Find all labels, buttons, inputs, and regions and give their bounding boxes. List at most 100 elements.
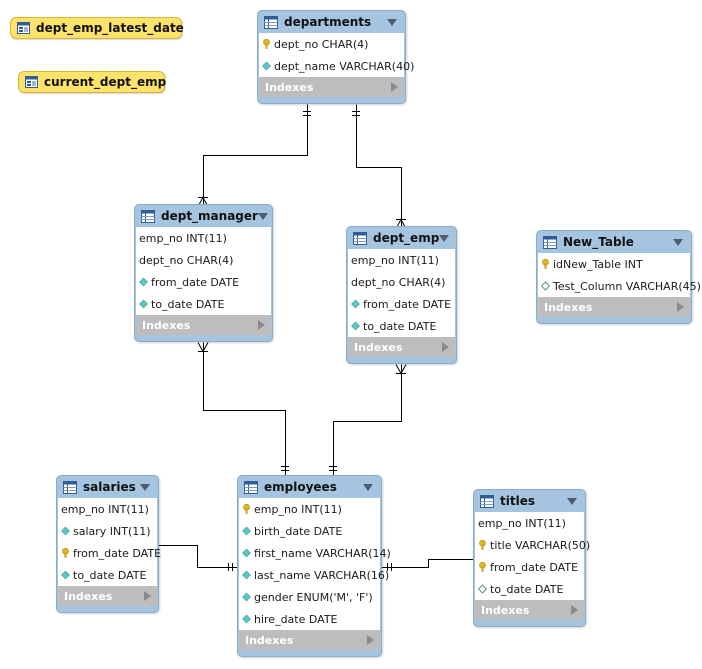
table-icon [543,235,557,249]
expand-arrow-icon[interactable] [367,635,374,645]
column-row[interactable]: dept_no CHAR(4) [136,249,271,271]
column-text: last_name VARCHAR(16) [254,568,390,582]
table-header[interactable]: titles [475,490,584,512]
expand-arrow-icon[interactable] [677,302,684,312]
column-text: Test_Column VARCHAR(45) [553,279,701,293]
table-header[interactable]: dept_manager [136,205,271,227]
column-list: idNew_Table INT Test_Column VARCHAR(45) [538,253,701,297]
not-null-column-icon [351,321,360,331]
indexes-section[interactable]: Indexes [239,630,380,650]
indexes-label: Indexes [265,80,314,94]
expand-arrow-icon[interactable] [442,342,449,352]
column-row[interactable]: emp_no INT(11) [475,512,584,534]
column-row[interactable]: emp_no INT(11) [348,249,455,271]
table-icon [353,231,367,245]
relationship-employees-dept_emp [333,364,402,478]
view-icon [17,22,30,34]
column-text: from_date DATE [151,275,240,289]
column-row[interactable]: dept_name VARCHAR(40) [259,55,414,77]
view-label: dept_emp_latest_date [36,21,184,35]
expand-arrow-icon[interactable] [144,591,151,601]
table-title: titles [500,494,535,508]
table-title: New_Table [563,235,634,249]
column-row[interactable]: dept_no CHAR(4) [259,33,404,55]
relationship-departments-dept_manager [203,104,308,207]
nullable-column-icon [477,584,488,594]
not-null-column-icon [351,299,360,309]
column-row[interactable]: dept_no CHAR(4) [348,271,455,293]
cardinality-one-marker-4 [228,563,233,571]
not-null-column-icon [242,526,251,536]
indexes-section[interactable]: Indexes [136,315,271,335]
table-New-Table[interactable]: New_Table idNew_Table INT Test_Column VARC… [536,230,701,324]
indexes-label: Indexes [64,589,113,603]
column-row[interactable]: emp_no INT(11) [58,498,157,520]
collapse-caret-icon[interactable] [387,18,397,26]
table-header[interactable]: departments [259,11,404,33]
collapse-caret-icon[interactable] [363,483,373,491]
indexes-section[interactable]: Indexes [475,600,584,620]
column-row[interactable]: to_date DATE [348,315,455,337]
not-null-column-icon [139,277,148,287]
table-header[interactable]: dept_emp [348,227,455,249]
table-header[interactable]: employees [239,476,380,498]
indexes-section[interactable]: Indexes [259,77,404,97]
column-list: emp_no INT(11) title VARCHAR(50)from_date… [475,512,590,600]
view-current-dept-emp[interactable]: current_dept_emp [18,71,166,93]
table-title: dept_emp [373,231,440,245]
column-text: dept_no CHAR(4) [139,253,234,267]
column-row[interactable]: idNew_Table INT [538,253,690,275]
table-header[interactable]: New_Table [538,231,690,253]
column-row[interactable]: hire_date DATE [239,608,380,630]
indexes-section[interactable]: Indexes [348,337,455,357]
collapse-caret-icon[interactable] [673,238,683,246]
column-row[interactable]: from_date DATE [348,293,455,315]
collapse-caret-icon[interactable] [140,483,150,491]
column-row[interactable]: salary INT(11) [58,520,157,542]
table-titles[interactable]: titles emp_no INT(11) title VARCHAR(50)fro… [473,489,590,627]
expand-arrow-icon[interactable] [258,320,265,330]
cardinality-one-marker-1 [352,111,360,116]
column-row[interactable]: first_name VARCHAR(14) [239,542,391,564]
indexes-section[interactable]: Indexes [538,297,690,317]
nullable-column-icon [540,281,551,291]
not-null-column-icon [61,526,70,536]
column-row[interactable]: from_date DATE [475,556,584,578]
column-row[interactable]: birth_date DATE [239,520,380,542]
column-row[interactable]: to_date DATE [475,578,584,600]
collapse-caret-icon[interactable] [257,212,268,220]
column-row[interactable]: emp_no INT(11) [136,227,271,249]
table-header[interactable]: salaries [58,476,157,498]
column-text: first_name VARCHAR(14) [254,546,391,560]
column-row[interactable]: to_date DATE [58,564,157,586]
table-salaries[interactable]: salaries emp_no INT(11) salary INT(11) from… [56,475,161,613]
column-row[interactable]: to_date DATE [136,293,271,315]
column-row[interactable]: gender ENUM('M', 'F') [239,586,380,608]
not-null-column-icon [242,592,251,602]
column-row[interactable]: emp_no INT(11) [239,498,380,520]
collapse-caret-icon[interactable] [439,234,450,242]
expand-arrow-icon[interactable] [391,82,398,92]
primary-key-icon [478,539,487,550]
column-text: emp_no INT(11) [478,516,566,530]
view-dept-emp-latest-date[interactable]: dept_emp_latest_date [10,17,184,39]
column-row[interactable]: title VARCHAR(50) [475,534,590,556]
column-text: salary INT(11) [73,524,151,538]
primary-key-icon [61,547,70,558]
collapse-caret-icon[interactable] [567,497,577,505]
column-row[interactable]: from_date DATE [58,542,161,564]
column-text: from_date DATE [73,546,162,560]
cardinality-one-marker-0 [303,111,311,116]
indexes-section[interactable]: Indexes [58,586,157,606]
column-text: to_date DATE [151,297,225,311]
column-row[interactable]: last_name VARCHAR(16) [239,564,389,586]
table-title: salaries [83,480,136,494]
column-row[interactable]: from_date DATE [136,271,271,293]
expand-arrow-icon[interactable] [571,605,578,615]
table-dept-emp[interactable]: dept_emp emp_no INT(11)dept_no CHAR(4)fro… [346,226,457,364]
column-row[interactable]: Test_Column VARCHAR(45) [538,275,701,297]
